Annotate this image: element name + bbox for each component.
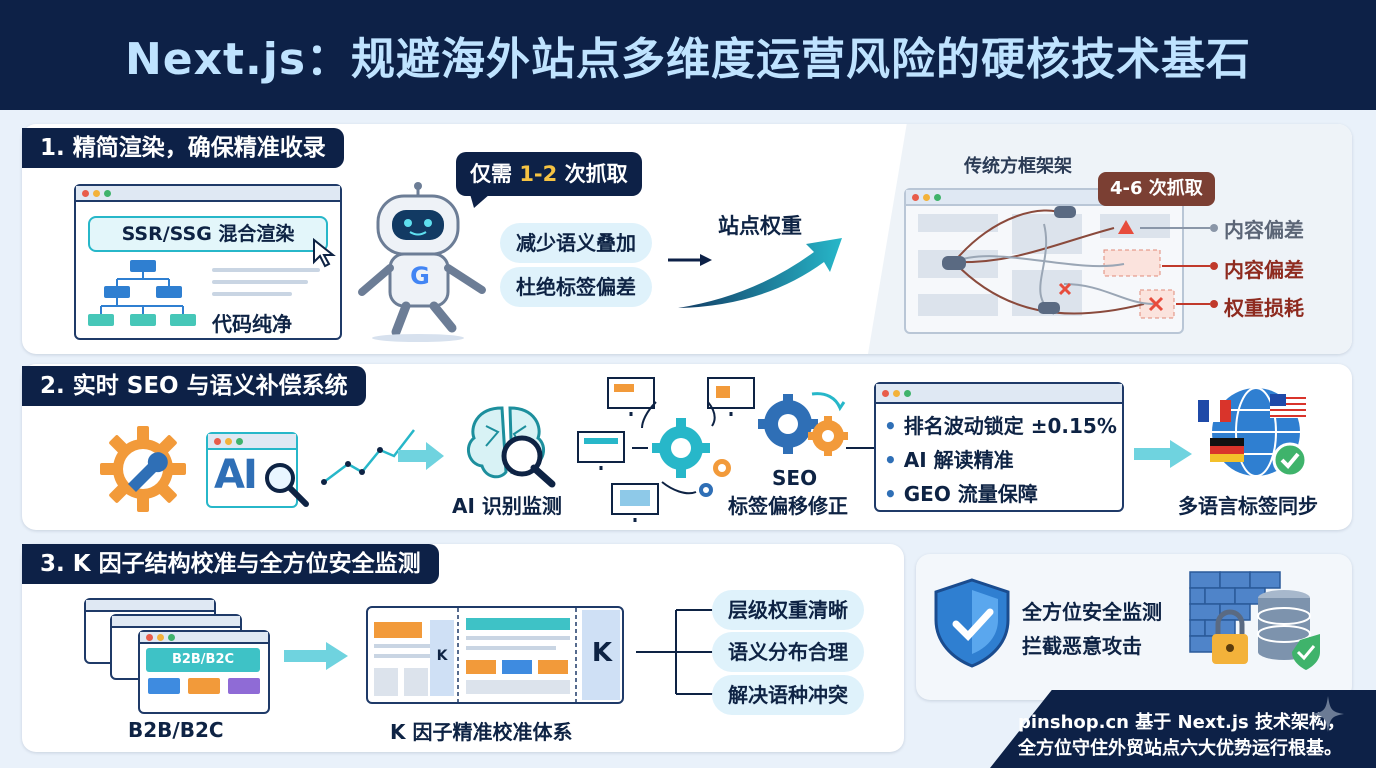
firewall-lock-database-icon (1189, 571, 1320, 670)
k-benefit-pill-2: 语义分布合理 (712, 632, 864, 672)
clean-code-label: 代码纯净 (212, 312, 292, 336)
result-text-2: AI 解读精准 (903, 448, 1014, 472)
browser-titlebar (86, 600, 214, 612)
b2b-caption: B2B/B2C (128, 718, 224, 742)
traditional-crawl-bubble: 4-6 次抓取 (1098, 172, 1215, 206)
browser-titlebar (112, 616, 240, 628)
sitemap-tree-icon (88, 260, 196, 326)
browser-titlebar (76, 186, 340, 202)
risk-connector-lines (1140, 224, 1218, 308)
connector-line-seo (846, 447, 876, 449)
multilang-sync-label: 多语言标签同步 (1178, 494, 1318, 518)
monitor-cluster-icon (577, 377, 755, 522)
crawl-count-bubble: 仅需 1-2 次抓取 (456, 152, 642, 196)
browser-titlebar (208, 434, 296, 450)
arrow-right-icon (284, 642, 348, 670)
risk-label-3: 权重损耗 (1224, 296, 1304, 320)
k-benefit-pill-3: 解决语种冲突 (712, 675, 864, 715)
results-window (874, 382, 1124, 512)
k-small-label: K (436, 648, 448, 664)
result-item-2: • AI 解读精准 (884, 448, 1014, 472)
traditional-title: 传统方框架架 (964, 156, 1072, 177)
trend-line-arrow (321, 429, 444, 485)
k-factor-layout (374, 608, 620, 702)
security-label-1: 全方位安全监测 (1022, 600, 1162, 624)
stacked-window-front (138, 630, 270, 714)
k-big-label: K (591, 638, 613, 668)
tangled-crawl-paths (918, 206, 1175, 319)
sparkle-icon (1312, 696, 1344, 732)
google-robot-icon (358, 182, 486, 342)
benefit-pill-1: 减少语义叠加 (500, 223, 652, 263)
cursor-icon (313, 237, 336, 268)
section-3-label: 3. K 因子结构校准与全方位安全监测 (22, 544, 439, 584)
k-factor-caption: K 因子精准校准体系 (390, 720, 573, 744)
ssr-browser-window (74, 184, 342, 340)
seo-label: SEO (772, 466, 818, 490)
risk-label-2: 内容偏差 (1224, 258, 1304, 282)
risk-label-1: 内容偏差 (1224, 218, 1304, 242)
footer-line-2: 全方位守住外贸站点六大优势运行根基。 (1018, 738, 1342, 759)
b2b-color-blocks (148, 678, 260, 694)
security-shield-icon (934, 578, 1010, 668)
result-item-1: • 排名波动锁定 ±0.15% (884, 414, 1117, 438)
b2b-inner-label: B2B/B2C (146, 648, 260, 672)
browser-titlebar (140, 632, 268, 644)
bubble-text-post: 次抓取 (557, 162, 628, 186)
arrow-right-icon (1134, 440, 1192, 468)
section-1-label: 1. 精简渲染，确保精准收录 (22, 128, 344, 168)
security-label-2: 拦截恶意攻击 (1022, 634, 1142, 658)
browser-titlebar (876, 384, 1122, 404)
k-benefit-pill-1: 层级权重清晰 (712, 590, 864, 630)
section-2-label: 2. 实时 SEO 与语义补偿系统 (22, 366, 366, 406)
footer-line-1: pinshop.cn 基于 Next.js 技术架构， (1018, 712, 1345, 733)
seo-correction-label: 标签偏移修正 (728, 494, 848, 518)
site-weight-label: 站点权重 (718, 214, 802, 238)
google-logo: G (410, 262, 430, 290)
ai-detect-label: AI 识别监测 (452, 494, 562, 518)
branch-connector (636, 609, 714, 695)
footer-banner (990, 690, 1376, 768)
result-text-1: 排名波动锁定 ±0.15% (903, 414, 1117, 438)
bubble-text-pre: 仅需 (470, 162, 520, 186)
bubble-number: 1-2 (519, 162, 558, 186)
code-lines-icon (212, 268, 320, 296)
benefit-pill-2: 杜绝标签偏差 (500, 267, 652, 307)
ssr-render-box: SSR/SSG 混合渲染 (88, 216, 328, 252)
gear-wrench-icon (100, 426, 186, 512)
title-banner: Next.js：规避海外站点多维度运营风险的硬核技术基石 (0, 0, 1376, 110)
bubble-tail (470, 194, 490, 208)
page-title: Next.js：规避海外站点多维度运营风险的硬核技术基石 (124, 34, 1252, 85)
result-item-3: • GEO 流量保障 (884, 482, 1038, 506)
growth-arrow-icon (668, 238, 842, 308)
result-text-3: GEO 流量保障 (903, 482, 1038, 506)
ai-brain-icon (466, 406, 556, 488)
seo-gears-icon (758, 392, 848, 456)
globe-flags-icon (1198, 387, 1308, 478)
ai-icon-text: AI (214, 452, 258, 498)
magnifier-icon (265, 463, 309, 507)
